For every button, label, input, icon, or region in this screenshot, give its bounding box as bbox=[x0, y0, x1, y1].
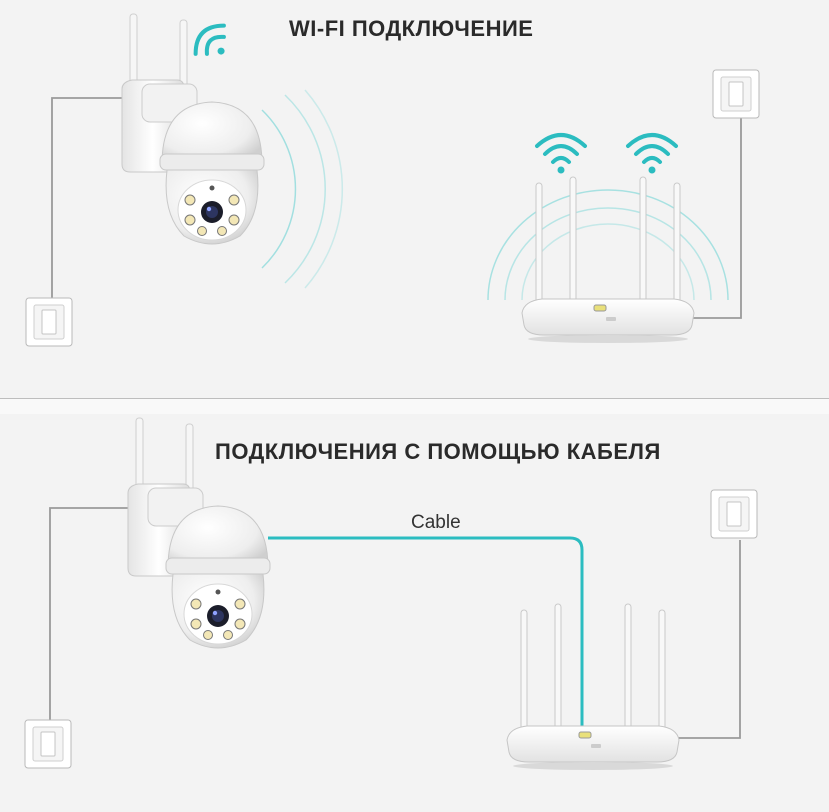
router-icon bbox=[521, 176, 695, 344]
wifi-section-title: WI-FI ПОДКЛЮЧЕНИЕ bbox=[289, 16, 534, 41]
wall-outlet-icon bbox=[712, 69, 760, 119]
wifi-signal-icon bbox=[193, 23, 226, 56]
ethernet-cable-icon bbox=[268, 536, 584, 728]
cable-label: Cable bbox=[411, 512, 461, 533]
wifi-connection-panel bbox=[0, 0, 829, 398]
power-cord-icon bbox=[670, 540, 741, 739]
camera-icon bbox=[121, 13, 265, 245]
wifi-signal-icon bbox=[535, 133, 587, 176]
wifi-signal-icon bbox=[626, 133, 678, 176]
wall-outlet-icon bbox=[24, 719, 72, 769]
section-divider bbox=[0, 398, 829, 415]
power-cord-icon bbox=[49, 507, 135, 726]
router-icon bbox=[506, 603, 680, 771]
wall-outlet-icon bbox=[25, 297, 73, 347]
cable-section-title: ПОДКЛЮЧЕНИЯ С ПОМОЩЬЮ КАБЕЛЯ bbox=[215, 439, 661, 464]
power-cord-icon bbox=[51, 97, 125, 306]
wall-outlet-icon bbox=[710, 489, 758, 539]
camera-wifi-waves bbox=[261, 89, 344, 289]
router-wifi-waves bbox=[487, 189, 729, 301]
power-cord-icon bbox=[684, 118, 742, 319]
